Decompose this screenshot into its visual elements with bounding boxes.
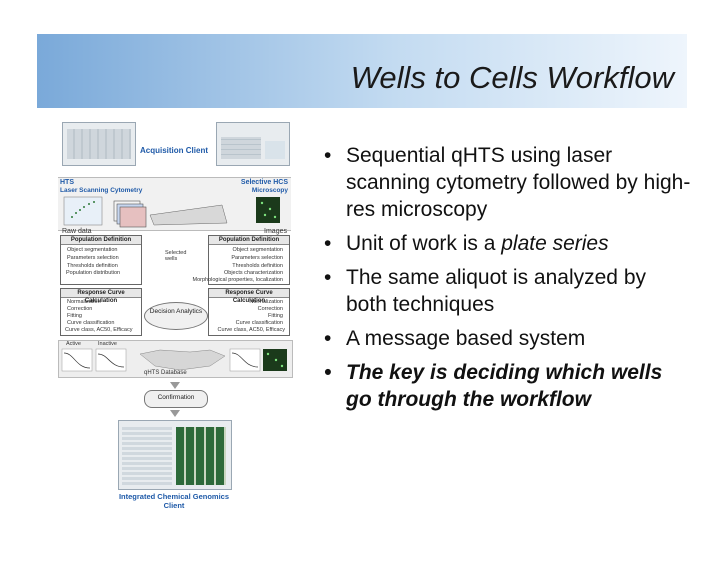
acquisition-screenshot-right (216, 122, 290, 166)
acquisition-screenshot-left (62, 122, 136, 166)
microscopy-label: Microscopy (251, 187, 288, 194)
acquisition-client-label: Acquisition Client (140, 146, 208, 155)
population-distribution-label: Population distribution (66, 270, 121, 276)
response-curve-right: Response Curve Calculation Normalization… (208, 288, 290, 336)
population-definition-right: Population Definition Object segmentatio… (208, 235, 290, 285)
decision-analytics-oval: Decision Analytics (144, 302, 208, 330)
down-arrow-icon (170, 410, 180, 417)
workflow-diagram: Acquisition Client HTS Laser Scanning Cy… (58, 122, 293, 517)
objects-characterization-label: Objects characterization (224, 270, 283, 276)
qhts-database-label: qHTS Database (144, 370, 187, 376)
response-curve-left: Response Curve Calculation Normalization… (60, 288, 142, 336)
slide-title: Wells to Cells Workflow (350, 60, 674, 95)
curve-plots (61, 348, 287, 372)
bullet-item-key: The key is deciding which wells go throu… (320, 359, 692, 413)
selected-wells-label: Selected wells (165, 250, 187, 262)
igc-client-label: Integrated Chemical Genomics Client (118, 492, 230, 510)
bullet-item: A message based system (320, 325, 692, 352)
confirmation-oval: Confirmation (144, 390, 208, 408)
down-arrow-icon (170, 382, 180, 389)
images-label: Images (264, 228, 287, 235)
bullet-item: The same aliquot is analyzed by both tec… (320, 264, 692, 318)
bullet-list: Sequential qHTS using laser scanning cyt… (320, 142, 692, 420)
hts-label: HTS (60, 179, 74, 186)
morphological-label: Morphological properties, localization (192, 277, 284, 283)
bullet-item: Sequential qHTS using laser scanning cyt… (320, 142, 692, 223)
laser-scanning-label: Laser Scanning Cytometry (60, 187, 143, 194)
active-label: Active (66, 341, 81, 347)
igc-client-screenshot (118, 420, 232, 490)
population-definition-left: Population Definition Object segmentatio… (60, 235, 142, 285)
instrument-illustration (63, 196, 280, 228)
title-banner (37, 34, 687, 108)
selective-hcs-label: Selective HCS (240, 179, 288, 186)
inactive-label: Inactive (98, 341, 117, 347)
bullet-item: Unit of work is a plate series (320, 230, 692, 257)
raw-data-label: Raw data (62, 228, 92, 235)
